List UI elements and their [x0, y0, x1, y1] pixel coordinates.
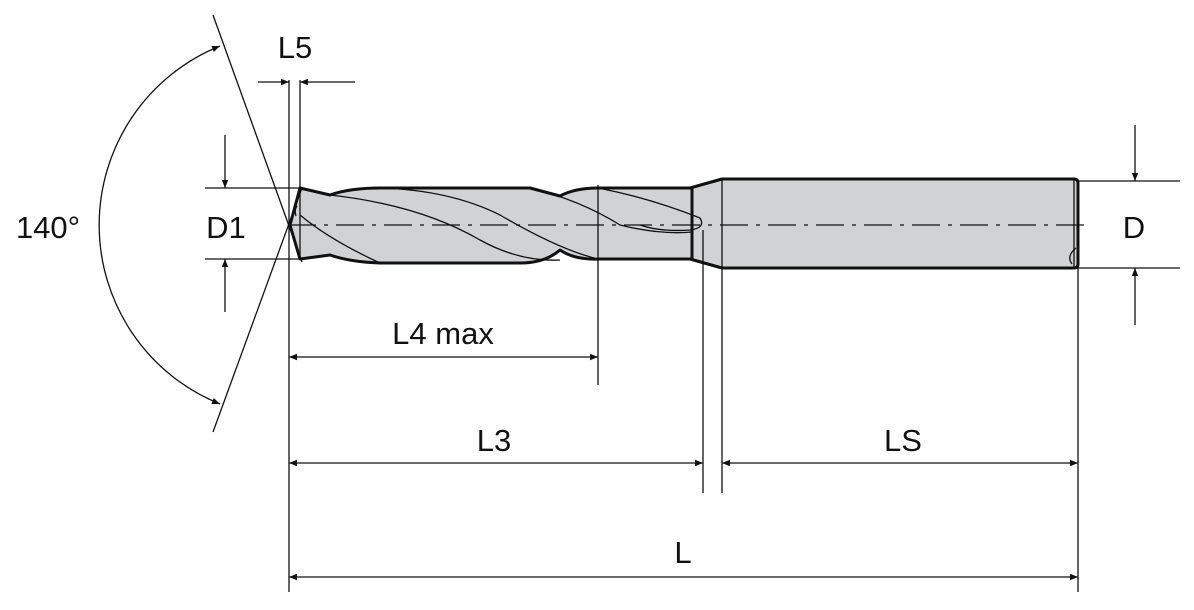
flute-line-3 [299, 214, 381, 264]
angle-arc [98, 45, 221, 405]
flute-line-2 [379, 187, 599, 260]
shank-notch [1069, 247, 1077, 265]
d-label: D [1123, 210, 1145, 245]
d1-label: D1 [206, 210, 246, 245]
angle-line-bottom [212, 187, 303, 433]
flute-line-1 [329, 194, 561, 261]
tip-mark [294, 205, 298, 217]
ls-label: LS [884, 423, 922, 458]
l4-label: L4 max [392, 316, 494, 351]
l3-label: L3 [477, 423, 511, 458]
l5-label: L5 [278, 30, 312, 65]
flute-line-4 [529, 187, 693, 234]
l-label: L [674, 535, 691, 570]
angle-label: 140° [16, 210, 80, 245]
drill-shank [688, 177, 1080, 270]
flute-runout [597, 187, 703, 232]
angle-line-top [212, 14, 303, 263]
